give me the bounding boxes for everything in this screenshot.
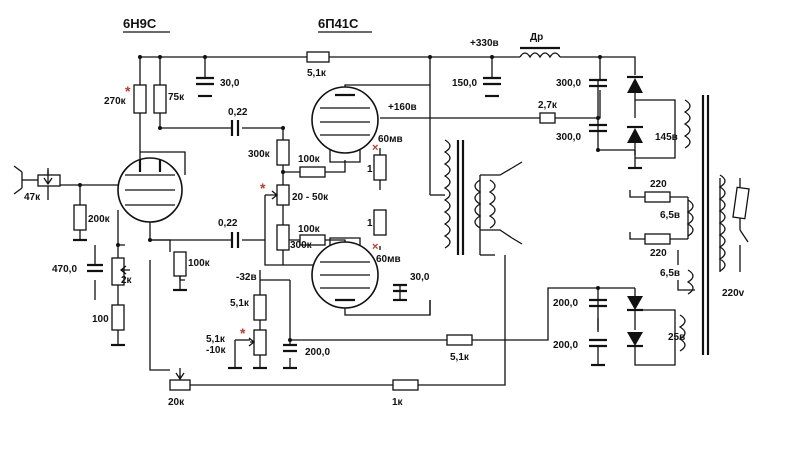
label-r-bias1: 5,1к (230, 298, 250, 309)
label-r-bal: 100к (188, 258, 211, 269)
label-i2: 60мв (376, 254, 401, 265)
label-r-bias2: 5,1к-10к (206, 334, 226, 356)
input-terminal (13, 165, 23, 195)
label-c-psu1: 300,0 (556, 78, 581, 89)
label-r-cath-pot: 2к (121, 275, 133, 286)
label-c-ot: 30,0 (410, 272, 430, 283)
measure-marker-1: × (372, 142, 378, 154)
speaker-terminals (511, 161, 523, 245)
adjust-marker-2: * (260, 180, 266, 196)
label-screen: +160в (388, 102, 417, 113)
label-r-mid: 5,1к (450, 352, 470, 363)
label-heat2: 6,5в (660, 268, 680, 279)
label-r-cath2: 1 (367, 218, 373, 229)
label-c-neg2: 200,0 (553, 340, 578, 351)
label-r-bias-pot: 20 - 50к (292, 192, 329, 203)
tube-output-label: 6П41С (318, 16, 359, 31)
output-transformer (443, 139, 496, 255)
label-c-neg1: 200,0 (553, 298, 578, 309)
label-inductor: Др (530, 32, 543, 43)
junction-dots (78, 55, 602, 342)
label-r-top: 5,1к (307, 68, 327, 79)
tube-output-lower (311, 241, 379, 309)
tube-driver-label: 6Н9С (123, 16, 157, 31)
label-r-anode-right: 75к (168, 92, 185, 103)
label-mains: 220v (722, 288, 745, 299)
label-r-grid2: 300к (290, 240, 313, 251)
label-r-grid: 200к (88, 214, 111, 225)
choke (519, 46, 561, 59)
wiring (22, 56, 741, 386)
diodes (627, 75, 643, 348)
ground-symbols (73, 94, 642, 370)
measure-marker-2: × (372, 241, 378, 253)
label-c-top: 30,0 (220, 78, 240, 89)
label-c-psu2: 300,0 (556, 132, 581, 143)
label-r-stop1: 100к (298, 154, 321, 165)
label-sec1: 145в (655, 132, 678, 143)
label-r-cath: 100 (92, 314, 109, 325)
mains-switch (739, 229, 749, 243)
label-i1: 60мв (378, 134, 403, 145)
resistors (37, 51, 750, 391)
label-r-input: 47к (24, 192, 41, 203)
adjust-arrows (43, 170, 279, 381)
label-b-plus: +330в (470, 38, 499, 49)
label-r-cath1: 1 (367, 164, 373, 175)
label-bias: -32в (236, 272, 257, 283)
label-c-cath: 470,0 (52, 264, 77, 275)
label-r-anode-left: 270к (104, 96, 127, 107)
label-c-couple1: 0,22 (228, 107, 248, 118)
adjust-marker-3: * (240, 325, 246, 341)
label-c-couple2: 0,22 (218, 218, 238, 229)
label-r-stop2: 100к (298, 224, 321, 235)
label-sec2: 25в (668, 332, 685, 343)
tube-output-upper (311, 86, 379, 154)
capacitors (87, 76, 607, 353)
tube-driver (117, 157, 183, 223)
label-r-hum1: 220 (650, 179, 667, 190)
label-r-filter: 2,7к (538, 100, 558, 111)
label-r-hum2: 220 (650, 248, 667, 259)
adjust-marker-1: * (125, 83, 131, 99)
label-c-330: 150,0 (452, 78, 477, 89)
label-r-grid1: 300к (248, 149, 271, 160)
power-transformer (678, 95, 726, 355)
label-c-bias: 200,0 (305, 347, 330, 358)
label-r-feed: 20к (168, 397, 185, 408)
label-r-fb: 1к (392, 397, 404, 408)
label-heat1: 6,5в (660, 210, 680, 221)
